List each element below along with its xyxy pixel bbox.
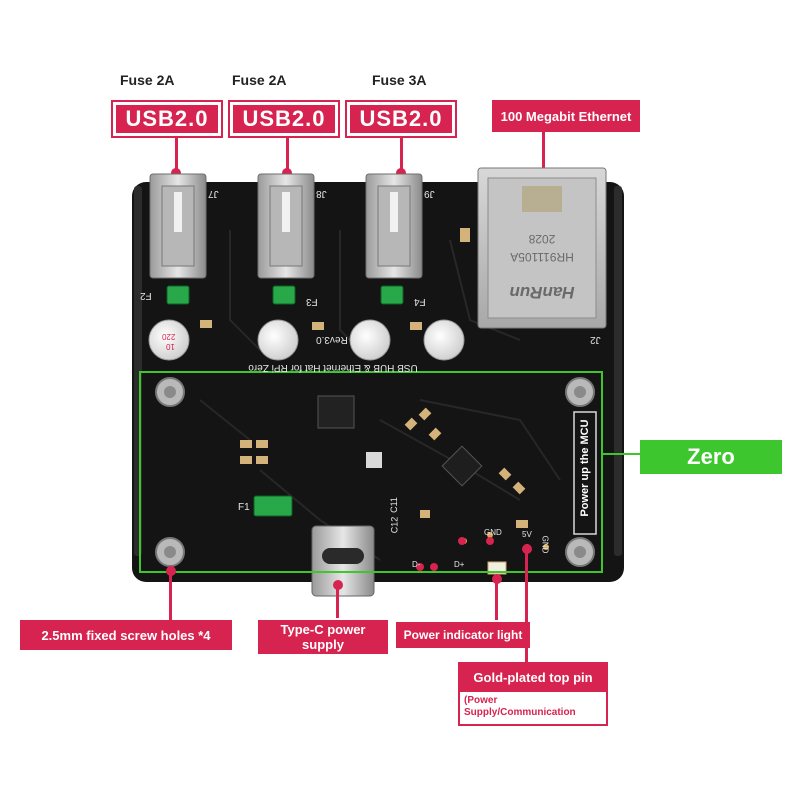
pin-mark-5v: 5V [522, 530, 532, 539]
usb-badge-1: USB2.0 [111, 100, 223, 138]
fuse-mark-f4: F4 [414, 296, 426, 307]
usb-connector-j7 [149, 173, 207, 279]
usb-leader-dot-3 [396, 168, 406, 178]
typec-port [311, 525, 375, 597]
screw-leader-dot [166, 566, 176, 576]
typec-callout: Type-C power supply [258, 620, 388, 654]
usb-badge-2: USB2.0 [228, 100, 340, 138]
cap-voltage: 10 [166, 342, 175, 351]
usb-leader-dot-2 [282, 168, 292, 178]
rj45-brand: HanRun [509, 283, 575, 302]
typec-leader [336, 588, 339, 618]
pin-mark-gnd-2: GND [540, 535, 550, 554]
connector-j9: J9 [424, 188, 435, 199]
rj45-date: 2028 [528, 232, 556, 246]
pin-mark-dminus: D- [412, 560, 421, 569]
screw-holes-callout: 2.5mm fixed screw holes *4 [20, 620, 232, 650]
gold-pin-box: Gold-plated top pin (Power Supply/Commun… [458, 662, 608, 726]
cap-value: 220 [162, 332, 176, 341]
light-leader-dot [492, 574, 502, 584]
zero-label: Zero [640, 440, 782, 474]
usb-leader-3 [400, 138, 403, 172]
fuse-mark-f1: F1 [238, 502, 250, 513]
rj45-jack [477, 167, 607, 329]
usb-leader-1 [175, 138, 178, 172]
ethernet-leader [542, 132, 545, 174]
pin-mark-gnd: GND [484, 528, 502, 537]
ethernet-callout: 100 Megabit Ethernet [492, 100, 640, 132]
mcu-silkscreen: Power up the MCU [579, 419, 591, 517]
usb-leader-dot-1 [171, 168, 181, 178]
fuse-mark-f3: F3 [306, 296, 318, 307]
usb-badge-3: USB2.0 [345, 100, 457, 138]
board-silkscreen-title: USB HUB & Ethernet Hat for RPi Zero [248, 362, 418, 373]
pin-leader [525, 552, 528, 664]
fuse-label-3: Fuse 3A [372, 72, 427, 88]
light-leader [495, 582, 498, 620]
gold-pin-title: Gold-plated top pin [460, 664, 606, 692]
connector-j7: J7 [208, 188, 219, 199]
power-light-callout: Power indicator light [396, 622, 530, 648]
pin-leader-dot [522, 544, 532, 554]
rj45-model: HR911105A [510, 250, 574, 264]
usb-connector-j8 [257, 173, 315, 279]
pin-mark-dplus: D+ [454, 560, 465, 569]
board-revision: Rev3.0 [316, 334, 348, 345]
screw-leader [169, 572, 172, 620]
usb-leader-2 [286, 138, 289, 172]
cap-mark-c12: C12 [389, 516, 400, 534]
fuse-mark-f2: F2 [140, 290, 152, 301]
cap-mark-c11: C11 [388, 497, 399, 513]
connector-j8: J8 [316, 188, 327, 199]
fuse-label-1: Fuse 2A [120, 72, 175, 88]
connector-j2: J2 [590, 334, 601, 345]
fuse-label-2: Fuse 2A [232, 72, 287, 88]
typec-leader-dot [333, 580, 343, 590]
usb-connector-j9 [365, 173, 423, 279]
gold-pin-note: (Power Supply/Communication [464, 695, 576, 718]
